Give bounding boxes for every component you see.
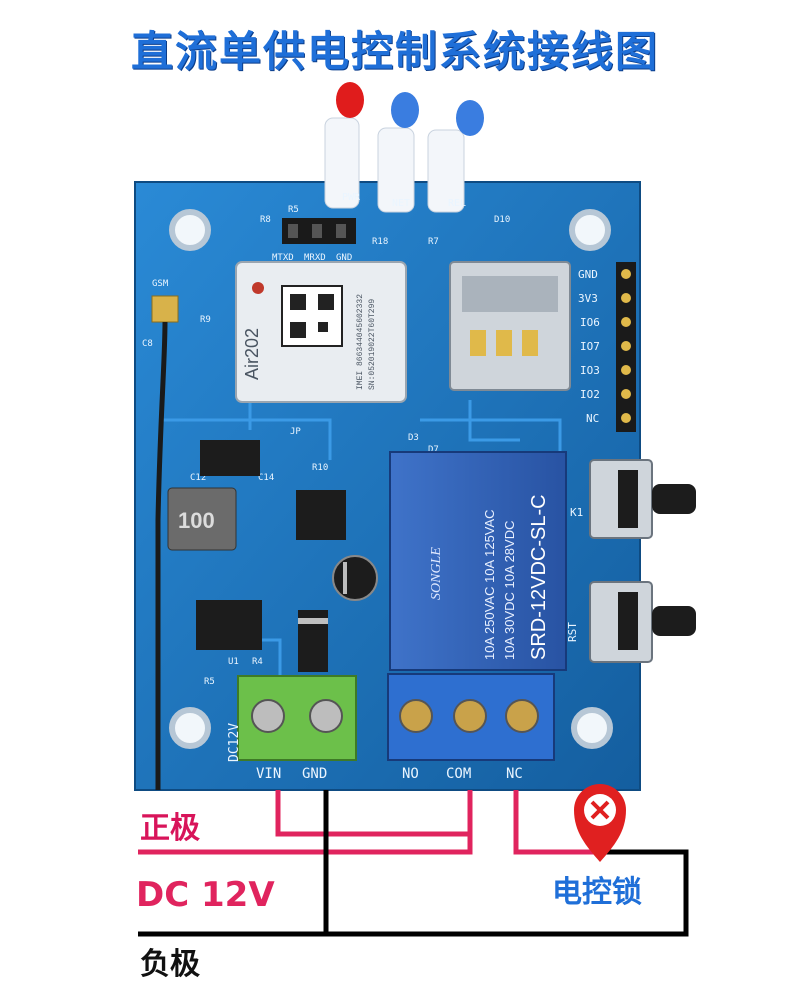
inductor-label: 100	[178, 508, 215, 533]
label-r4: R4	[252, 657, 263, 667]
small-ic-2	[296, 490, 346, 540]
terminal-label-vin: VIN	[256, 766, 281, 782]
pin-label-3v3: 3V3	[578, 292, 598, 305]
terminal-label-gnd: GND	[302, 766, 327, 782]
pin-label-io3: IO3	[580, 364, 600, 377]
power-terminal-block	[237, 675, 357, 761]
dc-label: DC12V	[227, 723, 242, 762]
button-rst[interactable]	[589, 581, 696, 663]
label-c14: C14	[258, 473, 274, 483]
label-d7: D7	[428, 445, 439, 455]
pin-label-io6: IO6	[580, 316, 600, 329]
pin-label-io7: IO7	[580, 340, 600, 353]
relay-model: SRD-12VDC-SL-C	[528, 494, 550, 660]
label-gsm: GSM	[152, 279, 169, 289]
terminal-label-nc: NC	[506, 766, 523, 782]
pin-label-io2: IO2	[580, 388, 600, 401]
relay-rating-1: 10A 250VAC 10A 125VAC	[482, 509, 497, 660]
mount-hole-bottom-right	[571, 707, 613, 749]
button-k1[interactable]	[589, 459, 696, 539]
relay-brand: SONGLE	[429, 547, 444, 600]
label-lock: 电控锁	[552, 875, 642, 910]
led-label-rel: REL	[448, 198, 466, 209]
regulator-ic-u1	[196, 600, 262, 650]
terminal-label-no: NO	[402, 766, 419, 782]
led-rel-blue	[427, 100, 484, 213]
terminal-screw-nc	[505, 699, 539, 733]
lock-marker-icon	[574, 784, 626, 862]
diode	[298, 610, 328, 672]
chip-imei: IMEI 866344045602332	[356, 294, 365, 390]
terminal-screw-no	[399, 699, 433, 733]
label-r5-bottom: R5	[204, 677, 215, 687]
label-r5-top: R5	[288, 205, 299, 215]
label-supply: DC 12V	[136, 875, 275, 915]
relay	[389, 451, 567, 671]
relay-terminal-block	[387, 673, 555, 761]
terminal-screw-vin	[251, 699, 285, 733]
led-label-pwr: PWR	[342, 192, 361, 203]
label-r7: R7	[428, 237, 439, 247]
gsm-module	[235, 261, 407, 403]
small-ic-1	[200, 440, 260, 476]
mount-hole-top-right	[569, 209, 611, 251]
side-pin-header	[616, 262, 636, 432]
label-c8: C8	[142, 339, 153, 349]
label-d10: D10	[494, 215, 510, 225]
header-label-mrxd: MRXD	[304, 253, 326, 263]
relay-rating-2: 10A 30VDC 10A 28VDC	[502, 521, 517, 660]
label-d3: D3	[408, 433, 419, 443]
diagram-title: 直流单供电控制系统接线图	[130, 27, 659, 76]
led-pwr-red	[324, 82, 364, 209]
mount-hole-top-left	[169, 209, 211, 251]
label-r8: R8	[260, 215, 271, 225]
chip-sn: SN:052019022T60T299	[368, 299, 377, 390]
button-label-k1: K1	[570, 506, 583, 519]
terminal-label-com: COM	[446, 766, 471, 782]
component-silkscreen: R8 R5 R18 R7 D10 GSM R9 C8 R10 C12 C14 D…	[142, 205, 510, 687]
electrolytic-capacitor	[332, 555, 378, 601]
button-label-rst: RST	[566, 622, 579, 642]
antenna	[151, 295, 179, 790]
label-u1: U1	[228, 657, 239, 667]
label-c12: C12	[190, 473, 206, 483]
label-r18: R18	[372, 237, 388, 247]
sim-card-slot	[449, 261, 571, 391]
label-positive: 正极	[140, 811, 200, 846]
pin-label-nc: NC	[586, 412, 599, 425]
label-negative: 负极	[140, 947, 200, 982]
chip-name: Air202	[242, 328, 262, 380]
label-jp: JP	[290, 427, 301, 437]
led-net-blue	[377, 92, 419, 213]
power-inductor	[167, 487, 237, 551]
header-label-mtxd: MTXD	[272, 253, 294, 263]
wire-positive	[138, 790, 600, 855]
label-r9: R9	[200, 315, 211, 325]
mount-hole-bottom-left	[169, 707, 211, 749]
led-label-net: NET	[392, 198, 410, 209]
label-r10: R10	[312, 463, 328, 473]
pin-label-gnd: GND	[578, 268, 598, 281]
uart-pin-header	[282, 218, 356, 244]
terminal-screw-com	[453, 699, 487, 733]
terminal-screw-gnd	[309, 699, 343, 733]
header-label-gnd: GND	[336, 253, 352, 263]
wire-negative	[138, 790, 689, 937]
